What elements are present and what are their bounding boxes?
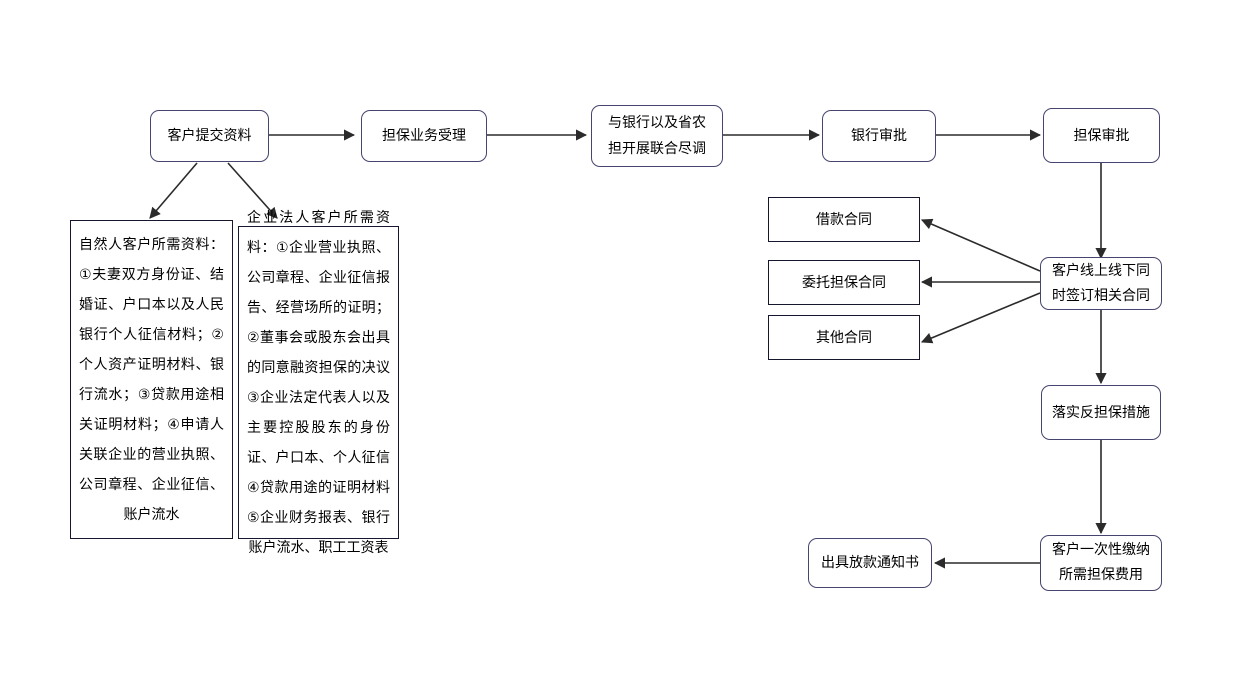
node-counter-guarantee[interactable]: 落实反担保措施 (1041, 385, 1161, 440)
node-other-contract-label: 其他合同 (816, 329, 872, 346)
node-entrusted-guarantee-contract-label: 委托担保合同 (802, 274, 886, 291)
node-sign-contracts[interactable]: 客户线上线下同 时签订相关合同 (1040, 257, 1162, 310)
edge-sign-to-other-contract (920, 292, 1041, 344)
node-natural-person-docs-label: 自然人客户所需资料：①夫妻双方身份证、结婚证、户口本以及人民银行个人征信材料；②… (79, 236, 224, 523)
node-enterprise-docs[interactable]: 企业法人客户所需资料：①企业营业执照、公司章程、企业征信报告、经营场所的证明；②… (238, 210, 399, 556)
node-loan-contract[interactable]: 借款合同 (768, 197, 920, 242)
node-joint-due-diligence-label: 与银行以及省农 担开展联合尽调 (608, 115, 706, 157)
node-guarantee-approval-label: 担保审批 (1073, 127, 1130, 144)
node-loan-notice-label: 出具放款通知书 (821, 555, 919, 571)
node-bank-approval-label: 银行审批 (851, 128, 907, 144)
node-pay-guarantee-fee-label: 客户一次性缴纳 所需担保费用 (1052, 542, 1150, 583)
node-pay-guarantee-fee[interactable]: 客户一次性缴纳 所需担保费用 (1040, 535, 1162, 591)
node-submit-materials[interactable]: 客户提交资料 (150, 110, 269, 162)
node-loan-notice[interactable]: 出具放款通知书 (808, 538, 932, 588)
node-enterprise-docs-label: 企业法人客户所需资料：①企业营业执照、公司章程、企业征信报告、经营场所的证明；②… (247, 209, 390, 556)
edge-submit-to-natural-docs (149, 162, 198, 219)
node-submit-materials-label: 客户提交资料 (167, 128, 252, 144)
node-guarantee-acceptance-label: 担保业务受理 (382, 128, 466, 144)
node-sign-contracts-label: 客户线上线下同 时签订相关合同 (1052, 262, 1150, 304)
node-loan-contract-label: 借款合同 (816, 211, 872, 228)
node-joint-due-diligence[interactable]: 与银行以及省农 担开展联合尽调 (591, 105, 723, 167)
node-other-contract[interactable]: 其他合同 (768, 315, 920, 360)
node-entrusted-guarantee-contract[interactable]: 委托担保合同 (768, 260, 920, 305)
node-guarantee-acceptance[interactable]: 担保业务受理 (361, 110, 487, 162)
node-natural-person-docs[interactable]: 自然人客户所需资料：①夫妻双方身份证、结婚证、户口本以及人民银行个人征信材料；②… (70, 220, 233, 539)
node-guarantee-approval[interactable]: 担保审批 (1043, 108, 1160, 163)
edge-sign-to-loan-contract (920, 218, 1041, 272)
node-counter-guarantee-label: 落实反担保措施 (1052, 404, 1150, 421)
node-bank-approval[interactable]: 银行审批 (822, 110, 936, 162)
